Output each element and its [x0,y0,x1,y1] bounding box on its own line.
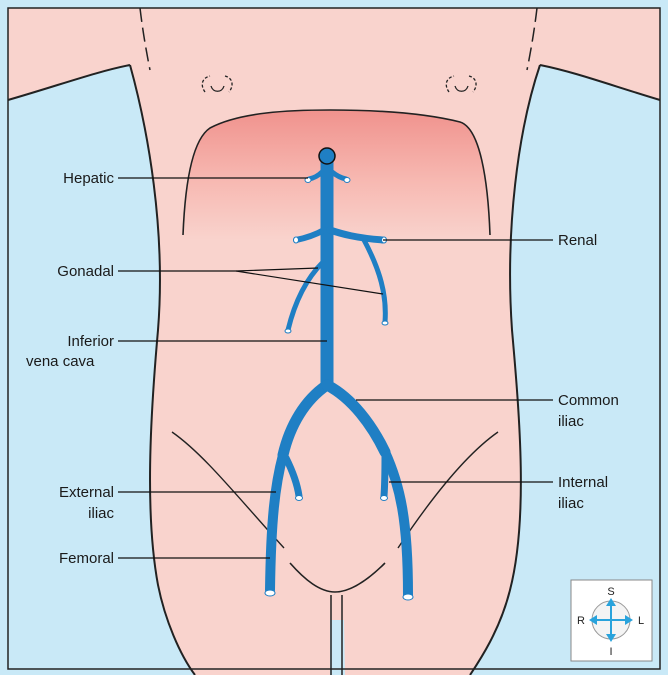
label-renal: Renal [558,232,597,249]
compass-right: R [577,615,585,627]
compass-superior: S [607,586,614,598]
left-internal-iliac-vein [384,455,385,496]
orientation-compass: S I R L [571,580,652,661]
label-external-iliac-line1: External [59,484,114,501]
label-inferior-vena-cava-line2: vena cava [26,353,95,370]
label-common-iliac-line1: Common [558,392,619,409]
label-gonadal: Gonadal [57,263,114,280]
label-inferior-vena-cava-line1: Inferior [67,333,114,350]
ivc-top-opening [319,148,335,164]
label-internal-iliac-line2: iliac [558,495,584,512]
label-internal-iliac-line1: Internal [558,474,608,491]
compass-left: L [638,615,644,627]
label-hepatic: Hepatic [63,170,114,187]
label-femoral: Femoral [59,550,114,567]
label-external-iliac-line2: iliac [88,505,114,522]
label-common-iliac-line2: iliac [558,413,584,430]
compass-inferior: I [609,646,612,658]
